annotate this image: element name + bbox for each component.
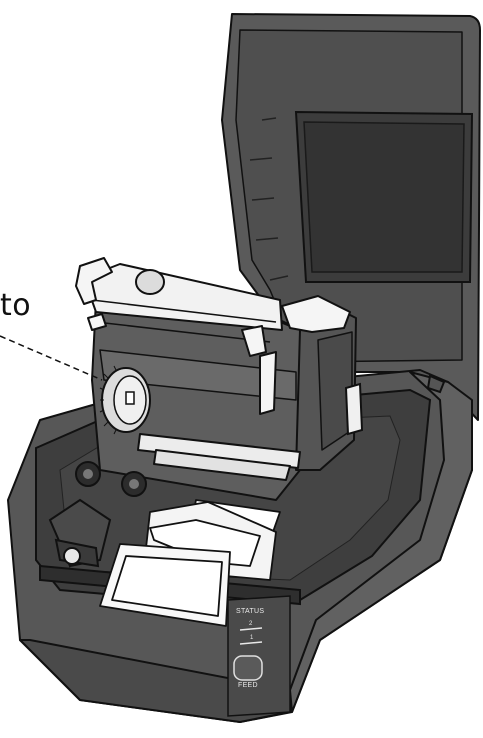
viewing-window [294,110,474,283]
feed-label: FEED [238,682,258,689]
status-label: STATUS [236,608,265,615]
spindle-knob-left [75,461,101,487]
status-indicator-1: 1 [250,635,254,641]
cover-ribs [249,117,289,281]
label-media [99,499,281,627]
control-panel [227,595,291,717]
callout-text: to [0,288,32,323]
latch-right [241,295,351,415]
upper-gear-icon [135,269,165,295]
spindle-knob-right [121,471,147,497]
status-indicator-2: 2 [249,621,253,627]
media-guide [48,498,112,568]
feed-button[interactable] [233,655,263,681]
print-mechanism [83,263,357,501]
latch-left [75,257,113,331]
callout-leader-line [0,335,103,381]
side-clip [344,374,446,436]
ribbon-gear-icon [99,365,151,435]
